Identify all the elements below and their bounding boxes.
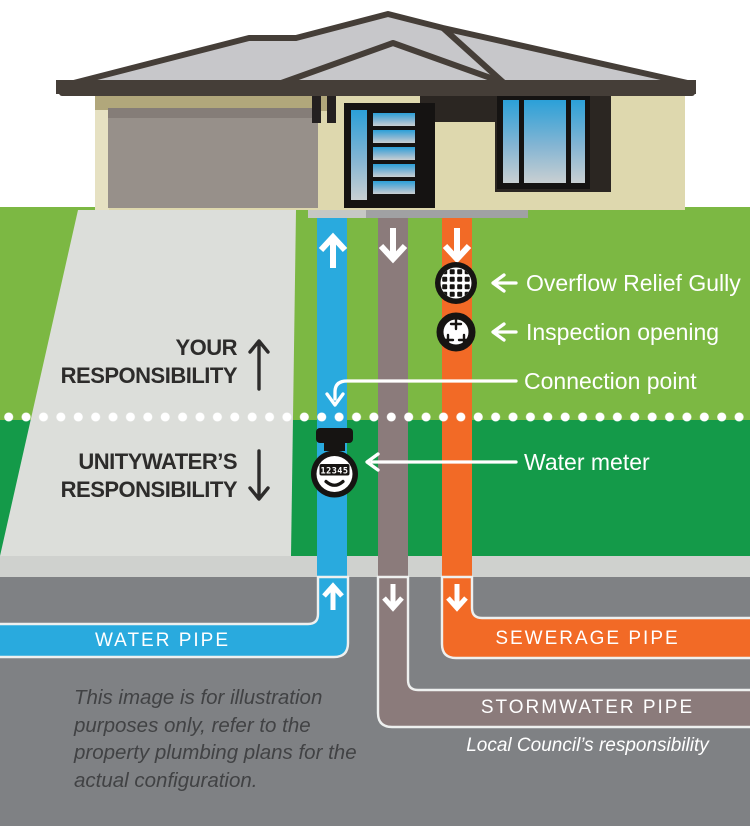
your-responsibility-line2: RESPONSIBILITY [60, 363, 238, 388]
overflow-relief-gully-label: Overflow Relief Gully [526, 270, 741, 296]
wall-accent-stripe [312, 92, 321, 123]
disclaimer-line3: property plumbing plans for the [74, 741, 357, 764]
porch-slab [308, 208, 528, 218]
unitywater-responsibility-line1: UNITYWATER’S [78, 449, 237, 474]
garage-header-band [95, 90, 330, 111]
roof [59, 11, 695, 96]
window-frame [497, 94, 590, 189]
your-responsibility-line1: YOUR [175, 335, 237, 360]
window-pane [524, 100, 566, 183]
window-pane [503, 100, 519, 183]
front-door-frame [344, 103, 435, 208]
water-meter-label: Water meter [524, 449, 650, 475]
garage-door-top-rail [108, 108, 318, 118]
door-slat [373, 181, 415, 194]
entry-recess [420, 90, 498, 122]
sewerage-pipe-vertical [442, 218, 472, 590]
disclaimer-text: This image is for illustration purposes … [74, 684, 357, 794]
garage-door [108, 108, 318, 208]
window-recess [495, 90, 611, 192]
roof-hip-ridge [440, 25, 508, 87]
disclaimer-line4: actual configuration. [74, 768, 258, 792]
local-council-note: Local Council’s responsibility [466, 735, 709, 756]
door-slat [373, 130, 415, 143]
footpath-strip [0, 556, 750, 577]
inspection-opening-label: Inspection opening [526, 319, 720, 345]
door-sidelight [351, 110, 367, 200]
window-pane [571, 100, 585, 183]
porch-slab-light [308, 208, 366, 218]
door-slat [373, 147, 415, 160]
disclaimer-line1: This image is for illustration [74, 686, 323, 709]
unitywater-responsibility-line2: RESPONSIBILITY [60, 477, 238, 502]
house-illustration [56, 11, 696, 210]
house-wall [95, 90, 685, 210]
unitywater-responsibility-label: UNITYWATER’S RESPONSIBILITY [0, 448, 238, 504]
garage-side-strip [95, 110, 109, 210]
wall-accent-stripe [327, 92, 336, 123]
your-responsibility-label: YOUR RESPONSIBILITY [0, 334, 238, 390]
door-slat [373, 113, 415, 126]
disclaimer-line2: purposes only, refer to the [74, 713, 311, 737]
stormwater-pipe-label: STORMWATER PIPE [480, 697, 695, 718]
roof-fascia [56, 80, 696, 94]
water-pipe-label: WATER PIPE [94, 630, 231, 651]
roof-front-gable [270, 40, 516, 89]
responsibility-boundary-dotted-line [0, 412, 750, 422]
door-slat [373, 164, 415, 177]
sewerage-pipe-label: SEWERAGE PIPE [495, 628, 680, 649]
stormwater-pipe-vertical [378, 218, 408, 590]
water-pipe-vertical [317, 218, 347, 590]
connection-point-label: Connection point [524, 368, 697, 394]
